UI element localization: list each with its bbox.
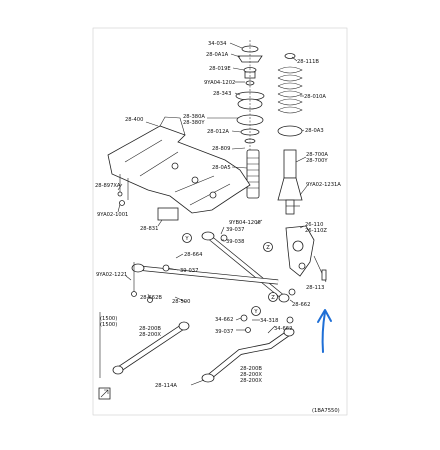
shock-absorber: [246, 149, 303, 215]
label-28-012a: 28-012A: [207, 129, 229, 135]
part-labels: 34-034 28-0A1A 28-019E 28-111B 9YA04-120…: [95, 41, 341, 414]
ref-y1-label: Y: [184, 236, 189, 242]
rear-crossmember: [107, 116, 251, 221]
label-28-400: 28-400: [125, 117, 143, 123]
label-28-200b-inset: 28-200B: [139, 326, 161, 332]
label-26-110z: 26-110Z: [305, 228, 327, 234]
label-9ya02-1001: 9YA02-1001: [97, 212, 128, 218]
label-28-0a5: 28-0A5: [212, 165, 231, 171]
direction-arrow-icon: [98, 387, 111, 400]
label-28-700a: 28-700A: [306, 152, 328, 158]
coil-spring: [277, 53, 303, 137]
reference-marker-y1: Y: [182, 233, 192, 243]
label-28-343: 28-343: [213, 91, 231, 97]
label-28-200x-c: 28-200X: [240, 378, 262, 384]
diagram-code: (1BA7550): [312, 408, 340, 414]
ref-z1-label: Z: [266, 245, 270, 251]
label-28-831: 28-831: [140, 226, 158, 232]
label-28-200x-inset: 28-200X: [139, 332, 161, 338]
ref-y2-label: Y: [253, 309, 258, 315]
blue-arrow-annotation: [317, 309, 332, 353]
label-28-809: 28-809: [212, 146, 230, 152]
bushings-bolts: [147, 234, 296, 333]
label-28-0a3: 28-0A3: [305, 128, 324, 134]
label-28-662: 28-662: [292, 302, 310, 308]
label-28-111b: 28-111B: [297, 59, 319, 65]
label-28-380a: 28-380A: [183, 114, 205, 120]
label-9ya04-1202: 9YA04-1202: [204, 80, 235, 86]
diagram-frame: [92, 27, 348, 416]
label-28-200b: 28-200B: [240, 366, 262, 372]
label-9ya02-1231a: 9YA02-1231A: [306, 182, 341, 188]
label-9yb04-1206: 9YB04-1206: [229, 220, 261, 226]
inset-1500: [99, 312, 190, 378]
reference-marker-y2: Y: [251, 306, 261, 316]
label-34-318: 34-318: [260, 318, 278, 324]
label-28-500: 28-500: [172, 299, 190, 305]
label-34-662-b: 34-662: [274, 326, 292, 332]
label-34-034: 34-034: [208, 41, 227, 47]
label-34-662-a: 34-662: [215, 317, 233, 323]
label-9ya02-1221: 9YA02-1221: [96, 272, 127, 278]
label-28-664: 28-664: [184, 252, 203, 258]
label-26-110: 26-110: [305, 222, 323, 228]
leader-lines: [117, 42, 308, 386]
label-28-114a: 28-114A: [155, 383, 177, 389]
label-39-037-b: 39-037: [180, 268, 198, 274]
label-28-700y: 28-700Y: [306, 158, 328, 164]
label-28-200x: 28-200X: [240, 372, 262, 378]
strut-top-mount: [235, 40, 265, 150]
label-39-038: 39-038: [226, 239, 244, 245]
label-1500-b: (1500): [100, 322, 117, 328]
label-28-897xa: 28-897XA: [95, 183, 121, 189]
label-28-662b: 28-662B: [140, 295, 162, 301]
reference-marker-z2: Z: [268, 292, 278, 302]
label-28-380y: 28-380Y: [183, 120, 205, 126]
ref-z2-label: Z: [271, 295, 275, 301]
lateral-links: [131, 231, 290, 303]
trailing-arm: [201, 327, 295, 383]
label-1500-a: (1500): [100, 316, 117, 322]
label-28-019e: 28-019E: [209, 66, 231, 72]
label-28-010a: 28-010A: [304, 94, 326, 100]
label-39-037-a: 39-037: [226, 227, 244, 233]
reference-marker-z1: Z: [263, 242, 273, 252]
label-28-0a1a: 28-0A1A: [206, 52, 229, 58]
rear-knuckle: [285, 225, 327, 283]
label-39-037-c: 39-037: [215, 329, 233, 335]
label-28-113: 28-113: [306, 285, 324, 291]
